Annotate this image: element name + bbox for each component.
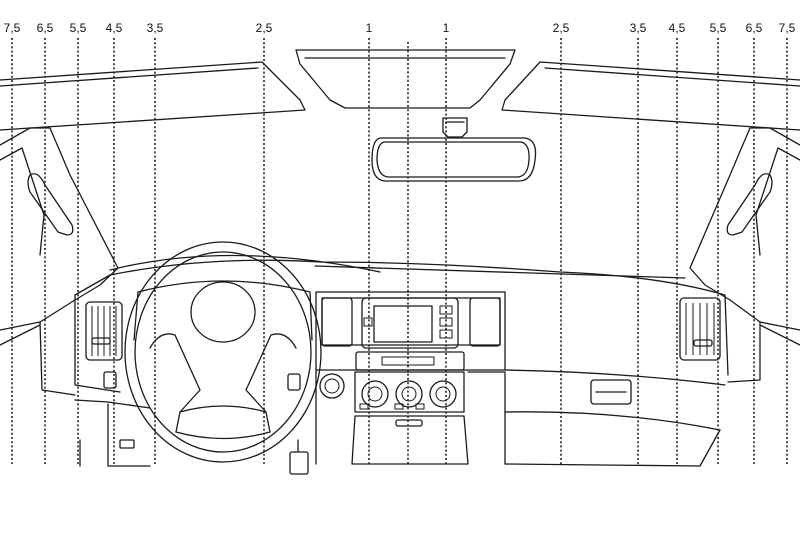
right-a-pillar xyxy=(689,127,800,346)
zone-label-right-1: 1 xyxy=(442,21,450,35)
rearview-mirror xyxy=(371,117,537,182)
zone-label-left-7-5: 7,5 xyxy=(3,21,21,35)
left-a-pillar xyxy=(0,127,119,346)
instrument-hood xyxy=(133,280,313,341)
steering-wheel xyxy=(103,241,322,463)
zone-label-left-2-5: 2,5 xyxy=(255,21,273,35)
zone-label-right-3-5: 3,5 xyxy=(629,21,647,35)
zone-label-right-4-5: 4,5 xyxy=(668,21,686,35)
windshield-frame xyxy=(0,49,800,131)
zone-label-left-6-5: 6,5 xyxy=(36,21,54,35)
glove-box xyxy=(504,369,726,467)
right-air-vent xyxy=(679,297,721,361)
measurement-lines xyxy=(11,38,788,464)
lower-left-dash xyxy=(74,399,309,475)
left-air-vent xyxy=(85,301,123,361)
zone-label-right-6-5: 6,5 xyxy=(745,21,763,35)
zone-label-left-5-5: 5,5 xyxy=(69,21,87,35)
zone-label-left-1: 1 xyxy=(365,21,373,35)
zone-label-right-7-5: 7,5 xyxy=(778,21,796,35)
zone-label-left-3-5: 3,5 xyxy=(146,21,164,35)
center-stack xyxy=(315,291,506,465)
dashboard-top xyxy=(39,254,761,396)
zone-label-left-4-5: 4,5 xyxy=(105,21,123,35)
zone-label-right-2-5: 2,5 xyxy=(552,21,570,35)
zone-label-right-5-5: 5,5 xyxy=(709,21,727,35)
